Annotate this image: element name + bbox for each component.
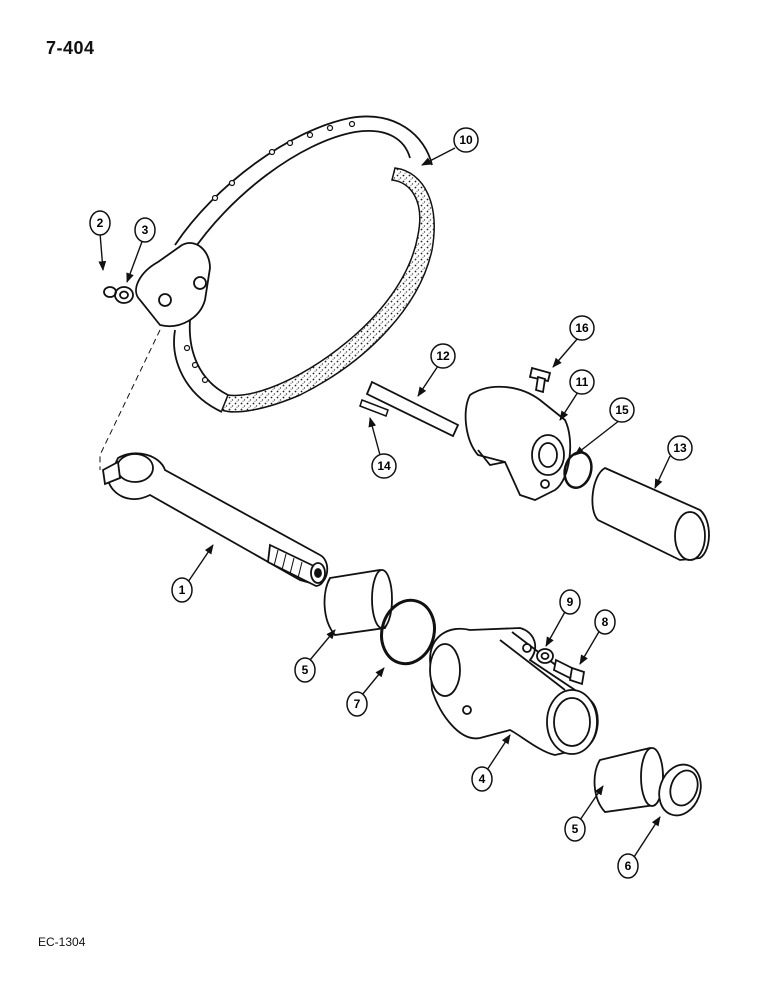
bolt — [552, 658, 586, 686]
callout-5-lower: 5 — [564, 816, 586, 842]
svg-text:13: 13 — [673, 441, 687, 455]
svg-text:6: 6 — [625, 859, 632, 873]
o-ring-large — [380, 598, 436, 666]
svg-text:3: 3 — [142, 223, 149, 237]
bushing-lower — [593, 747, 665, 813]
callout-13: 13 — [667, 435, 693, 461]
callout-6: 6 — [617, 853, 639, 879]
bushing-upper — [323, 569, 393, 636]
callout-markers — [98, 147, 671, 858]
lever-block — [464, 385, 572, 501]
set-screw — [528, 366, 552, 394]
callout-12: 12 — [430, 343, 456, 369]
callout-16: 16 — [569, 315, 595, 341]
svg-text:15: 15 — [615, 403, 629, 417]
svg-text:14: 14 — [377, 459, 391, 473]
callout-7: 7 — [346, 691, 368, 717]
callout-15: 15 — [609, 397, 635, 423]
callout-14: 14 — [371, 453, 397, 479]
callout-9: 9 — [559, 589, 581, 615]
small-washer — [536, 648, 554, 664]
assembly-line — [99, 329, 161, 470]
svg-text:5: 5 — [302, 663, 309, 677]
pivot-pin — [365, 380, 460, 438]
washer — [114, 286, 134, 304]
svg-text:5: 5 — [572, 822, 579, 836]
svg-text:4: 4 — [479, 772, 486, 786]
svg-text:1: 1 — [179, 583, 186, 597]
housing — [429, 627, 599, 756]
svg-text:9: 9 — [567, 595, 574, 609]
callout-8: 8 — [594, 609, 616, 635]
reference-code: EC-1304 — [38, 935, 86, 949]
callout-4: 4 — [471, 766, 493, 792]
seal — [658, 763, 702, 817]
callout-1: 1 — [171, 577, 193, 603]
callout-2: 2 — [89, 210, 111, 236]
brake-band-lining — [221, 167, 435, 413]
svg-text:2: 2 — [97, 216, 104, 230]
callout-labels: 2 3 10 16 12 11 15 13 14 1 5 7 9 8 4 5 6 — [89, 127, 693, 879]
brake-shaft — [102, 452, 329, 587]
svg-text:12: 12 — [436, 349, 450, 363]
svg-text:8: 8 — [602, 615, 609, 629]
page-code: 7-404 — [46, 38, 95, 58]
callout-3: 3 — [134, 217, 156, 243]
cotter-pin — [359, 399, 389, 417]
callout-11: 11 — [569, 369, 595, 395]
svg-text:7: 7 — [354, 697, 361, 711]
piston — [591, 466, 710, 561]
svg-text:11: 11 — [576, 375, 589, 389]
brake-band — [135, 115, 435, 413]
callout-10: 10 — [453, 127, 479, 153]
svg-text:16: 16 — [575, 321, 589, 335]
svg-text:10: 10 — [459, 133, 473, 147]
callout-5-upper: 5 — [294, 657, 316, 683]
